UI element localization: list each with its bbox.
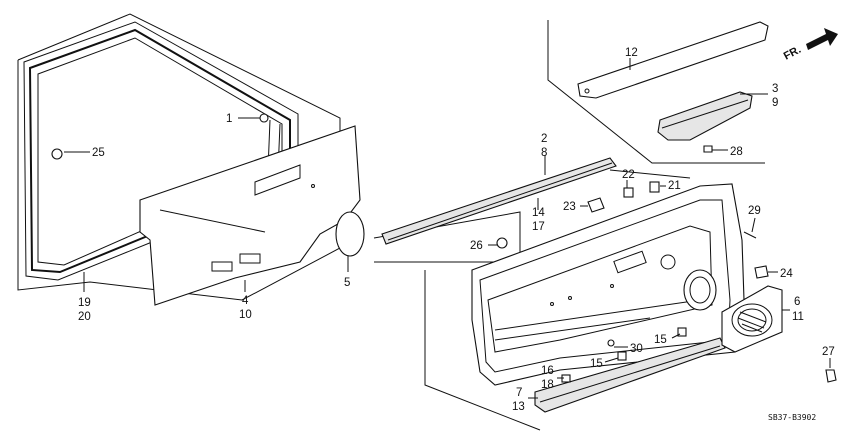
callout-4: 4 xyxy=(242,295,249,307)
part-27-cap xyxy=(825,369,837,383)
weatherstrip-clip xyxy=(51,148,63,160)
door-plastic-cover xyxy=(139,125,361,306)
callout-26: 26 xyxy=(470,240,483,252)
fastener-parts xyxy=(259,113,837,383)
boundary-door-outer xyxy=(17,13,341,301)
armrest-pad xyxy=(657,91,753,141)
callout-8: 8 xyxy=(541,147,547,159)
callout-1: 1 xyxy=(226,113,232,125)
door-pocket xyxy=(534,337,726,413)
armrest-bracket xyxy=(577,21,769,99)
direction-label: FR. xyxy=(782,44,803,63)
part-24-bolt xyxy=(754,265,769,279)
callout-15b: 15 xyxy=(590,358,603,370)
part-15-clip-b xyxy=(617,351,627,361)
forward-arrow-icon xyxy=(806,28,838,50)
callout-19: 19 xyxy=(78,297,91,309)
callout-25: 25 xyxy=(92,147,105,159)
boundary-trim-top xyxy=(609,169,691,179)
part-22-clip xyxy=(623,187,634,198)
part-30-screw xyxy=(607,339,615,347)
callout-28: 28 xyxy=(730,146,743,158)
part-21-clip xyxy=(649,181,660,193)
callout-30: 30 xyxy=(630,343,643,355)
callout-16: 16 xyxy=(541,365,554,377)
diagram-code: SB37-B3902 xyxy=(768,413,816,422)
callout-5: 5 xyxy=(344,277,350,289)
inner-speaker xyxy=(683,269,717,311)
part-1-clip xyxy=(259,113,269,123)
callout-21: 21 xyxy=(668,180,681,192)
callout-29: 29 xyxy=(748,205,761,217)
callout-12: 12 xyxy=(625,47,638,59)
part-28-screw xyxy=(703,145,713,153)
door-trim-panel xyxy=(471,183,746,386)
callout-15a: 15 xyxy=(654,334,667,346)
callout-22: 22 xyxy=(622,169,635,181)
callout-7: 7 xyxy=(516,387,522,399)
callout-17: 17 xyxy=(532,221,545,233)
callout-3: 3 xyxy=(772,83,778,95)
callout-14: 14 xyxy=(532,207,545,219)
callout-18: 18 xyxy=(541,379,554,391)
leader-lines xyxy=(64,58,831,399)
part-29-screw xyxy=(743,231,757,239)
callout-6: 6 xyxy=(794,296,800,308)
callout-10: 10 xyxy=(239,309,252,321)
door-garnish-molding xyxy=(381,157,617,245)
part-15-clip-a xyxy=(677,327,687,337)
boundary-garnish xyxy=(373,211,521,263)
callout-13: 13 xyxy=(512,401,525,413)
part-26-nut xyxy=(496,237,508,249)
callout-23: 23 xyxy=(563,201,576,213)
callout-27: 27 xyxy=(822,346,835,358)
part-23-bolt xyxy=(587,197,605,213)
callout-20: 20 xyxy=(78,311,91,323)
callout-24: 24 xyxy=(780,268,793,280)
callout-11: 11 xyxy=(792,311,804,323)
boundary-trim-panel xyxy=(424,270,541,431)
callout-2: 2 xyxy=(541,133,547,145)
speaker-cover xyxy=(335,211,365,257)
callout-9: 9 xyxy=(772,97,778,109)
boundary-armrest xyxy=(547,20,765,164)
speaker-grille xyxy=(721,285,783,353)
